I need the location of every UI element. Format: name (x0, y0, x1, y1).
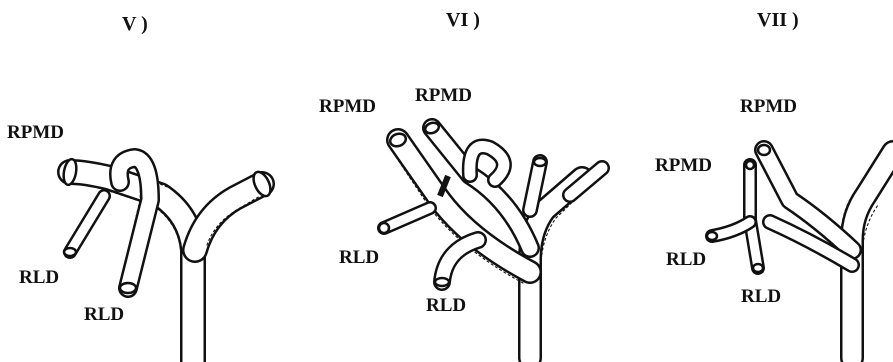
panel-vii-label-rpmd-top: RPMD (740, 97, 797, 116)
panel-vii-ducts (707, 145, 893, 358)
panel-vi-ducts (379, 121, 602, 358)
panel-vi-thin-duct (379, 208, 430, 233)
panel-vi-label-rld-bottom: RLD (426, 296, 466, 315)
panel-v-title: V ) (122, 14, 148, 34)
panel-vii-left-complex (707, 161, 763, 272)
panel-vi-title: VI ) (446, 10, 480, 30)
panel-v-label-rpmd: RPMD (7, 123, 64, 142)
panel-v-right-branch (195, 169, 274, 250)
panel-v-label-rld-right: RLD (84, 305, 124, 324)
panel-v-thin-duct (64, 196, 104, 256)
panel-vii-label-rld-left: RLD (666, 250, 706, 269)
panel-v-label-rld-left: RLD (19, 268, 59, 287)
panel-vi-lower-branch (435, 240, 478, 286)
panel-vi-label-rpmd-left: RPMD (319, 97, 376, 116)
panel-v-ducts (62, 158, 274, 362)
panel-vii-title: VII ) (757, 10, 799, 30)
panel-vii-label-rld-bottom: RLD (741, 287, 781, 306)
panel-vii-label-rpmd-left: RPMD (655, 156, 712, 175)
panel-vi-label-rld-left: RLD (339, 248, 379, 267)
panel-vi-label-rpmd-right: RPMD (415, 86, 472, 105)
